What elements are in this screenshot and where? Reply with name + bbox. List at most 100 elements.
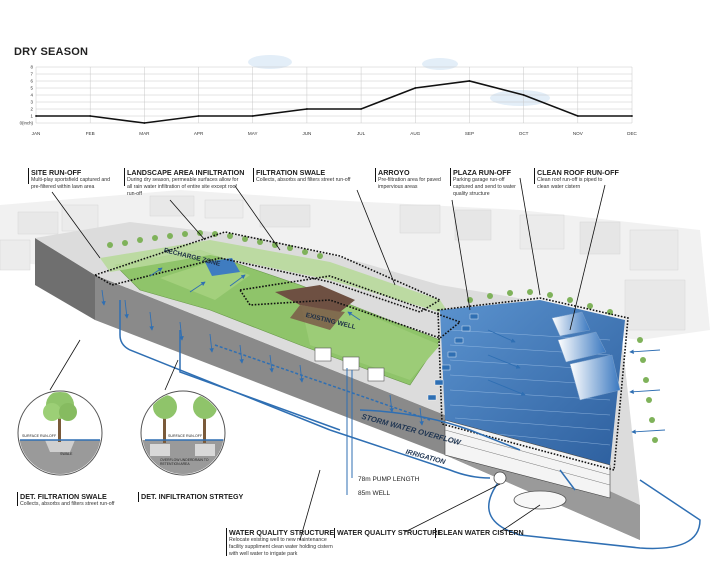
- data-point: [414, 87, 417, 89]
- x-tick-label: NOV: [573, 131, 584, 136]
- detail-label-overflow: OVERFLOW UNDERDRAIN TO RETENTION AREA: [160, 458, 209, 467]
- y-tick-label: 0(inch): [20, 121, 34, 126]
- callout-desc: Pre-filtration area for paved impervious…: [378, 177, 441, 191]
- callout-site-runoff: SITE RUN-OFF Multi-play sportsfield capt…: [31, 168, 119, 191]
- tree-row: [107, 230, 658, 443]
- plaza-outline: [437, 297, 629, 472]
- pipe-dashed: [214, 344, 431, 421]
- data-point: [360, 108, 362, 110]
- filtration-swale-outline: [238, 275, 462, 339]
- series-line: [36, 80, 632, 124]
- water-quality-structure-node: [493, 471, 507, 485]
- callout-title: WATER QUALITY STRUCTURE: [337, 528, 443, 537]
- data-point: [522, 94, 525, 96]
- x-tick-label: MAY: [248, 131, 258, 136]
- callout-desc: Relocate existing well to new maintenanc…: [229, 537, 333, 558]
- callout-filtration-swale: FILTRATION SWALE Collects, absorbs and f…: [256, 168, 356, 184]
- y-tick-label: 6: [31, 79, 34, 84]
- y-tick-label: 2: [31, 107, 34, 112]
- pipe-irrigation: [329, 429, 491, 479]
- detail-filtration-swale: [17, 390, 103, 476]
- x-tick-label: DEC: [627, 131, 637, 136]
- callout-det-filtration-swale: DET. FILTRATION SWALE Collects, absorbs …: [20, 492, 120, 508]
- roof-buildings: [551, 311, 621, 401]
- x-tick-label: MAR: [139, 131, 150, 136]
- callout-arroyo: ARROYO Pre-filtration area for paved imp…: [378, 168, 448, 191]
- y-tick-label: 1: [31, 114, 34, 119]
- data-point: [631, 115, 633, 117]
- y-tick-label: 4: [31, 93, 34, 98]
- x-tick-label: SEP: [465, 131, 474, 136]
- arroyo-path: [275, 285, 355, 312]
- data-point: [251, 115, 254, 117]
- x-tick-label: APR: [194, 131, 204, 136]
- data-point: [576, 115, 579, 117]
- callout-desc: Clean roof run-off is piped to clean wat…: [537, 177, 603, 191]
- callout-bar: [226, 528, 228, 556]
- y-tick-label: 5: [31, 86, 34, 91]
- callout-bar: [124, 168, 126, 186]
- data-point: [306, 108, 308, 110]
- data-point: [35, 115, 37, 117]
- callout-clean-water-cistern: CLEAN WATER CISTERN: [438, 528, 524, 537]
- chart-title: DRY SEASON: [14, 46, 89, 58]
- x-tick-label: AUG: [410, 131, 420, 136]
- callout-desc: Multi-play sportsfield captured and pre-…: [31, 177, 111, 191]
- callout-water-quality-structure-left: WATER QUALITY STRUCTURE Relocate existin…: [229, 528, 335, 558]
- callout-title: FILTRATION SWALE: [256, 168, 326, 177]
- x-tick-label: JUN: [302, 131, 311, 136]
- callout-plaza-runoff: PLAZA RUN-OFF Parking garage run-off cap…: [453, 168, 519, 198]
- callout-title: CLEAN WATER CISTERN: [438, 528, 524, 537]
- well-depth-label: 85m WELL: [358, 490, 391, 497]
- callout-title: WATER QUALITY STRUCTURE: [229, 528, 335, 537]
- callout-title: ARROYO: [378, 168, 410, 177]
- pump-length-label: 78m PUMP LENGTH: [358, 476, 420, 483]
- callout-bar: [334, 528, 336, 538]
- recharge-zone-outline: [93, 231, 442, 313]
- detail-label-surface-runoff-2: SURFACE RUN-OFF: [168, 434, 203, 438]
- callout-bar: [450, 168, 452, 186]
- callout-title: DET. FILTRATION SWALE: [20, 492, 107, 501]
- data-point: [143, 122, 146, 124]
- x-tick-label: JAN: [32, 131, 41, 136]
- callout-desc: Collects, absorbs and filters street run…: [256, 177, 351, 183]
- callout-bar: [435, 528, 437, 538]
- y-tick-label: 8: [31, 65, 34, 70]
- data-point: [468, 80, 471, 82]
- x-tick-label: FEB: [86, 131, 95, 136]
- pipe-left: [119, 300, 331, 431]
- pipe-cistern-loop: [488, 479, 701, 550]
- callout-bar: [28, 168, 30, 184]
- y-tick-label: 3: [31, 100, 34, 105]
- callout-bar: [534, 168, 536, 184]
- callout-title: DET. INFILTRATION STRTEGY: [141, 492, 244, 501]
- callout-desc: Collects, absorbs and filters street run…: [20, 501, 115, 507]
- recharge-zone-strip: [100, 240, 450, 315]
- callout-bar: [17, 492, 19, 506]
- callout-bar: [138, 492, 140, 502]
- callout-desc: During dry season, permeable surfaces al…: [127, 177, 239, 198]
- callout-bar: [253, 168, 255, 182]
- callout-bar: [375, 168, 377, 182]
- callout-title: CLEAN ROOF RUN-OFF: [537, 168, 619, 177]
- garage-section: [444, 419, 611, 499]
- callout-title: PLAZA RUN-OFF: [453, 168, 512, 177]
- detail-label-swale: SWALE: [60, 452, 73, 456]
- callout-title: SITE RUN-OFF: [31, 168, 82, 177]
- callout-det-infiltration-strategy: DET. INFILTRATION STRTEGY: [141, 492, 244, 501]
- well-structures: [314, 347, 385, 382]
- data-point: [197, 115, 200, 117]
- clean-water-cistern: [513, 490, 567, 510]
- callout-title: LANDSCAPE AREA INFILTRATION: [127, 168, 245, 177]
- pipe-storm-overflow: [359, 409, 521, 451]
- x-tick-label: JUL: [357, 131, 366, 136]
- pipe-mid: [179, 330, 341, 431]
- y-tick-label: 7: [31, 72, 34, 77]
- detail-label-surface-runoff-1: SURFACE RUN-OFF: [22, 434, 57, 438]
- cloud: [248, 55, 292, 69]
- callout-desc: Parking garage run-off captured and send…: [453, 177, 516, 198]
- data-point: [89, 115, 92, 117]
- ground-left-face: [35, 238, 95, 320]
